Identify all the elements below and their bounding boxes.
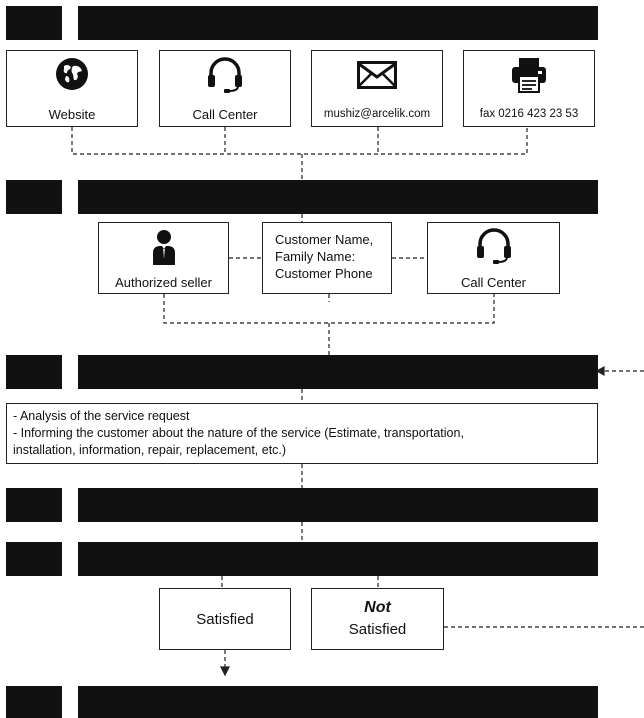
customer-info-line-3: Customer Phone (275, 266, 373, 281)
step-5-title-bar (78, 542, 598, 576)
customer-info-line-2: Family Name: (275, 249, 356, 264)
step-1-title-bar (78, 6, 598, 40)
not-satisfied-box[interactable]: Not Satisfied (311, 588, 444, 650)
step-2-title-bar (78, 180, 598, 214)
channel-fax-label: fax 0216 423 23 53 (479, 108, 579, 120)
channel-call-center-label: Call Center (192, 107, 258, 122)
analysis-line-2: - Informing the customer about the natur… (13, 426, 464, 440)
step-2-number-bar (6, 180, 62, 214)
channel-call-center[interactable]: Call Center (159, 50, 291, 127)
step-6-number-bar (6, 686, 62, 718)
customer-info-box: Customer Name, Family Name: Customer Pho… (262, 222, 392, 294)
satisfied-box[interactable]: Satisfied (159, 588, 291, 650)
authorized-seller-label: Authorized seller (115, 275, 212, 290)
analysis-line-3: installation, information, repair, repla… (13, 443, 287, 457)
channel-website-label: Website (48, 107, 96, 122)
step-5-number-bar (6, 542, 62, 576)
not-satisfied-label: Satisfied (348, 621, 407, 638)
person-icon (152, 230, 175, 265)
envelope-icon (357, 61, 397, 89)
globe-icon (56, 58, 88, 90)
channel-email[interactable]: mushiz@arcelik.com (311, 50, 443, 127)
channel-fax[interactable]: fax 0216 423 23 53 (463, 50, 595, 127)
step-1-number-bar (6, 6, 62, 40)
satisfied-label: Satisfied (196, 611, 254, 628)
headset-icon (476, 228, 511, 264)
fax-printer-icon (512, 58, 546, 93)
authorized-seller-box[interactable]: Authorized seller (98, 222, 229, 294)
step-3-number-bar (6, 355, 62, 389)
analysis-box: - Analysis of the service request - Info… (6, 403, 598, 464)
registration-call-center-box[interactable]: Call Center (427, 222, 560, 294)
step-4-title-bar (78, 488, 598, 522)
registration-call-center-label: Call Center (460, 275, 527, 290)
channel-website[interactable]: Website (6, 50, 138, 127)
customer-info-line-1: Customer Name, (275, 232, 374, 247)
step-3-title-bar (78, 355, 598, 389)
step-4-number-bar (6, 488, 62, 522)
analysis-line-1: - Analysis of the service request (13, 409, 190, 423)
not-label: Not (364, 599, 391, 616)
headset-icon (208, 57, 242, 93)
step-6-title-bar (78, 686, 598, 718)
channel-email-label: mushiz@arcelik.com (323, 108, 431, 120)
